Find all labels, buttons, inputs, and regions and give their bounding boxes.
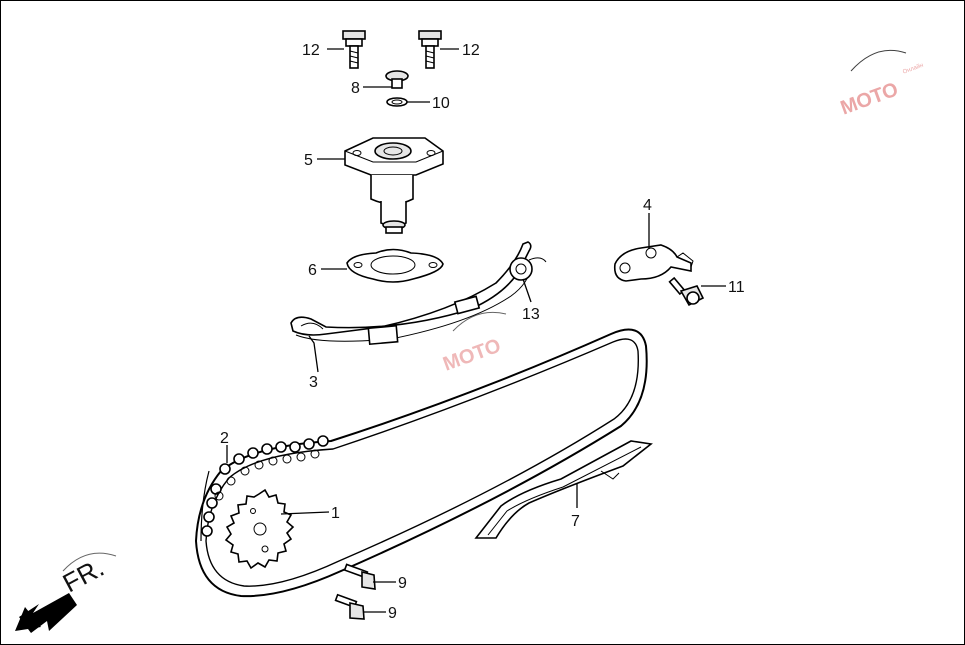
bolt-12-right	[418, 30, 442, 69]
callout-6: 6	[308, 262, 317, 279]
bracket-4	[613, 244, 694, 282]
callout-8: 8	[351, 80, 360, 97]
gasket-6	[346, 248, 444, 283]
callout-1: 1	[331, 505, 340, 522]
bolt-11	[668, 276, 705, 307]
bolt-9-lower	[334, 593, 365, 620]
callout-5: 5	[304, 152, 313, 169]
callout-12-right: 12	[462, 42, 480, 59]
watermark-subtext: Онлайн	[902, 62, 925, 76]
front-direction-label: FR.	[58, 552, 109, 598]
cam-chain-2	[194, 328, 648, 598]
watermark-logo-icon: MOTO	[440, 311, 507, 376]
bolt-12-left	[342, 30, 366, 69]
chain-guide-7	[474, 440, 653, 539]
washer-10	[386, 97, 408, 107]
callout-10: 10	[432, 95, 450, 112]
bolt-9-upper	[343, 563, 376, 590]
callout-7: 7	[571, 513, 580, 530]
callout-9-upper: 9	[398, 575, 407, 592]
watermark-text: MOTO	[440, 335, 504, 376]
watermark-logo-icon: MOTO Онлайн	[838, 49, 925, 120]
watermark-logo-icon	[62, 552, 117, 572]
screw-8	[385, 70, 409, 89]
chain-links	[201, 435, 329, 537]
callout-2: 2	[220, 430, 229, 447]
sprocket-1	[224, 488, 295, 570]
callout-11: 11	[728, 279, 745, 296]
front-direction-arrow-icon	[15, 593, 77, 633]
callout-9-lower: 9	[388, 605, 397, 622]
cam-chain-tensioner-5	[344, 137, 444, 234]
tensioner-arm-3	[290, 241, 547, 346]
callout-13: 13	[522, 306, 540, 323]
callout-12-left: 12	[302, 42, 320, 59]
watermark-text: MOTO	[838, 78, 902, 119]
callout-3: 3	[309, 374, 318, 391]
callout-4: 4	[643, 197, 652, 214]
